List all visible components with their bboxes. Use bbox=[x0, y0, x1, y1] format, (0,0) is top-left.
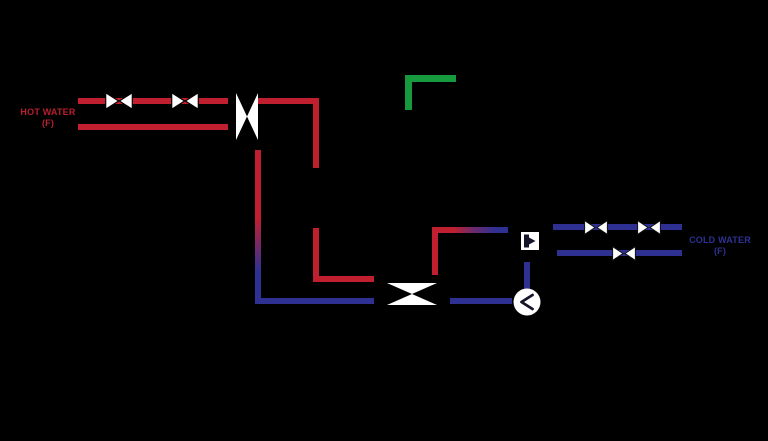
green-elbow-vertical bbox=[405, 75, 412, 110]
hot-drop-right bbox=[432, 230, 438, 275]
return-gradient-drop-pipe bbox=[255, 150, 261, 302]
check-valve-icon bbox=[521, 232, 539, 250]
inline-valve-icon bbox=[236, 93, 258, 140]
pump-to-check-valve-pipe bbox=[524, 262, 530, 289]
hot-riser-lower-segment bbox=[313, 228, 319, 282]
cold-water-label-line2: (F) bbox=[713, 246, 727, 256]
cold-supply-pipe-upper bbox=[553, 224, 682, 230]
hot-water-label-line1: HOT WATER bbox=[20, 107, 76, 117]
return-bottom-pipe-right bbox=[450, 298, 512, 304]
return-bottom-pipe-left bbox=[255, 298, 374, 304]
pump-icon bbox=[513, 288, 541, 316]
hot-pipe-to-mixing-valve bbox=[313, 276, 374, 282]
cold-water-label-line1: COLD WATER bbox=[689, 235, 751, 245]
hot-pipe-valve-to-riser bbox=[258, 98, 319, 104]
gate-valve-icon bbox=[637, 220, 661, 235]
mixing-valve-icon bbox=[387, 283, 437, 305]
mixed-water-gradient-pipe bbox=[432, 227, 508, 233]
hot-supply-pipe-lower bbox=[78, 124, 228, 130]
gate-valve-icon bbox=[105, 92, 133, 110]
hot-water-label: HOT WATER (F) bbox=[12, 107, 84, 129]
hot-riser-upper-segment bbox=[313, 98, 319, 168]
gate-valve-icon bbox=[612, 246, 636, 261]
green-elbow-horizontal bbox=[405, 75, 456, 82]
cold-water-label: COLD WATER (F) bbox=[683, 235, 757, 257]
hot-supply-pipe-upper bbox=[78, 98, 228, 104]
gate-valve-icon bbox=[171, 92, 199, 110]
gate-valve-icon bbox=[584, 220, 608, 235]
hot-water-label-line2: (F) bbox=[41, 118, 55, 128]
